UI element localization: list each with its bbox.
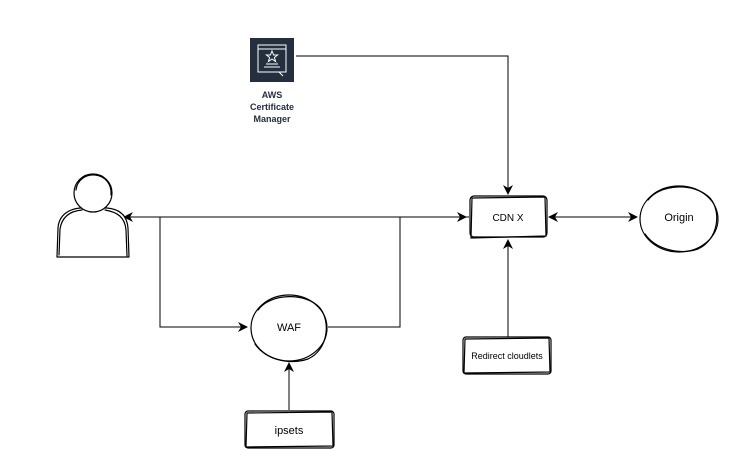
user-icon (56, 173, 130, 258)
origin-node[interactable]: Origin (639, 185, 719, 253)
redirect-node[interactable]: Redirect cloudlets (462, 336, 552, 375)
ipsets-label: ipsets (275, 425, 304, 437)
waf-ellipse-sketch (254, 296, 327, 363)
ipsets-box (244, 410, 335, 449)
origin-ellipse-sketch (644, 186, 718, 253)
origin-label: Origin (664, 212, 693, 224)
acm-label-line-3: Manager (253, 114, 291, 124)
edge-waf-to-cdn (328, 212, 467, 328)
cdn-node[interactable]: CDN X (469, 195, 548, 239)
redirect-box (462, 336, 552, 375)
waf-label: WAF (277, 322, 301, 334)
acm-label-line-1: AWS (262, 90, 283, 100)
edge-acm-to-cdn (296, 55, 513, 195)
edges (123, 55, 638, 410)
cdn-label: CDN X (492, 213, 523, 224)
ipsets-box-sketch (245, 411, 334, 448)
cdn-box-sketch (470, 196, 547, 239)
user-node[interactable] (56, 173, 130, 258)
acm-node[interactable]: AWS Certificate Manager (250, 38, 294, 124)
edge-user-to-waf (159, 217, 248, 332)
waf-node[interactable]: WAF (250, 294, 328, 363)
certificate-glyph (257, 44, 287, 77)
acm-label-line-2: Certificate (250, 102, 294, 112)
redirect-label: Redirect cloudlets (471, 351, 543, 361)
redirect-box-sketch (463, 337, 551, 374)
ipsets-node[interactable]: ipsets (244, 410, 335, 449)
